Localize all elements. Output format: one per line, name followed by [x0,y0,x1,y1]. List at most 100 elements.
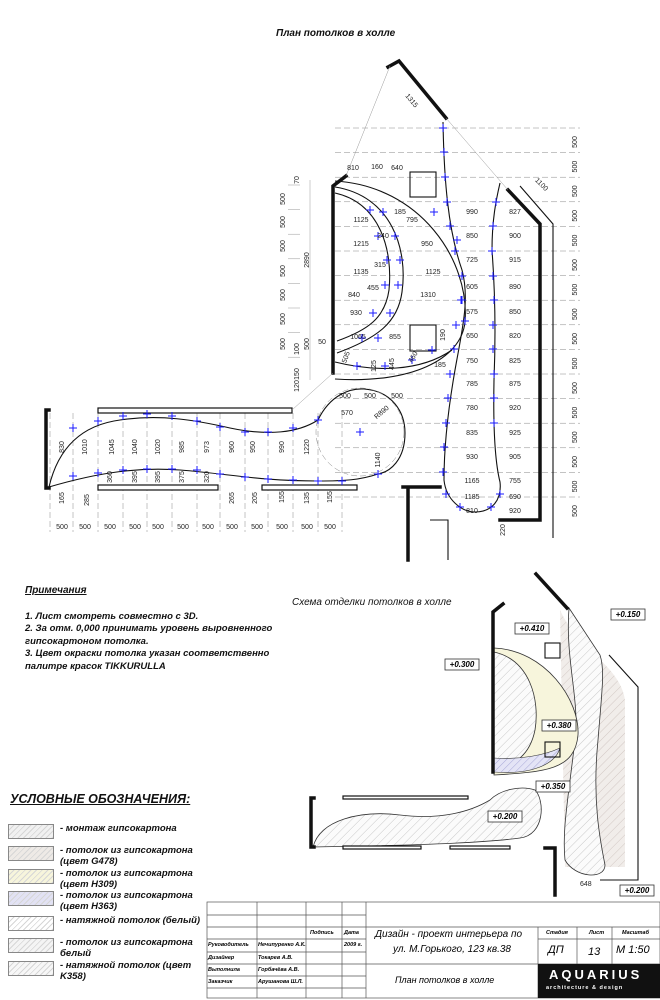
level-tag: +0.350 [535,780,571,793]
zone-corridor [312,787,542,848]
dimension-label: 460 [408,350,420,364]
dimension-label: 810 [347,165,359,172]
marker-cross-icon [442,490,450,498]
dimension-label: 1140 [375,452,382,467]
dimension-label: 875 [509,381,521,388]
wall-upper-left [331,173,349,375]
dimension-label: 500 [304,338,311,350]
dimension-label: 500 [572,480,579,492]
dimension-label: 50 [318,339,326,346]
dimension-label: 500 [104,524,116,531]
marker-cross-icon [119,466,127,474]
column [409,171,437,198]
dimension-label: 1215 [353,241,369,248]
dimension-label: 1065 [350,334,366,341]
dimension-label: 500 [56,524,68,531]
dimension-label: 315 [374,262,386,269]
dimension-label: 160 [371,164,383,171]
marker-cross-icon [496,490,504,498]
marker-cross-icon [443,198,451,206]
dimension-label: 500 [572,308,579,320]
dimension-label: 395 [155,471,162,483]
wall-corridor-end [44,408,51,490]
marker-cross-icon [490,296,498,304]
dimension-label: 915 [509,257,521,264]
level-tag: +0.200 [619,884,655,897]
col-sign: Подпись [310,930,334,936]
dimension-gridlines [49,127,580,532]
dimension-label: 500 [572,456,579,468]
dimension-label: 240 [377,233,389,240]
legend: УСЛОВНЫЕ ОБОЗНАЧЕНИЯ: - монтаж гипсокарт… [0,792,210,992]
marker-cross-icon [489,272,497,280]
dimension-label: 205 [252,492,259,504]
marker-cross-icon [440,148,448,156]
level-label: +0.300 [450,660,475,669]
crescent-inner-edge [334,192,391,342]
dimension-label: 1125 [425,269,440,276]
marker-cross-icon [490,370,498,378]
dimension-label: 500 [572,161,579,173]
dimension-label: 795 [406,217,418,224]
marker-cross-icon [168,412,176,420]
dimension-label: 575 [466,309,478,316]
dimension-label: 500 [572,382,579,394]
plan-title: План потолков в холле [276,28,396,39]
sheet-number: 13 [588,946,601,958]
dimension-label: 500 [572,333,579,345]
sheet-label: Лист [589,930,605,936]
marker-cross-icon [314,416,322,424]
dimension-label: 750 [466,358,478,365]
level-tag: +0.150 [610,608,646,621]
person-name: Арушанова Ш.Л. [258,979,303,985]
dimension-label: 500 [572,136,579,148]
opening-line [291,372,334,411]
dimension-label: 725 [466,257,478,264]
dimension-label: 820 [509,333,521,340]
marker-cross-icon [289,424,297,432]
dimension-label: 1020 [155,439,162,455]
marker-cross-icon [241,428,249,436]
dimension-label: 190 [440,329,447,341]
dimension-label: 780 [466,405,478,412]
dimension-label: 500 [129,524,141,531]
role: Выполнила [208,967,240,973]
marker-cross-icon [488,247,496,255]
sheet-title: План потолков в холле [395,975,495,985]
marker-cross-icon [379,208,387,216]
dimension-label: 1100 [533,177,549,193]
dimension-label: 285 [84,494,91,506]
marker-cross-icon [69,424,77,432]
circle-guide [315,387,405,477]
column [544,741,561,758]
legend-title: УСЛОВНЫЕ ОБОЗНАЧЕНИЯ: [10,792,191,806]
marker-cross-icon [193,417,201,425]
marker-cross-icon [369,309,377,317]
legend-label: - потолок из гипсокартона белый [60,937,193,959]
dimension-label: 500 [572,505,579,517]
dimension-label: 825 [509,358,521,365]
marker-cross-icon [444,394,452,402]
dimension-label: 925 [509,430,521,437]
marker-cross-icon [383,256,391,264]
dimension-label: 500 [364,393,376,400]
dimension-label: 930 [466,454,478,461]
dimension-label: 500 [324,524,336,531]
dimension-label: 500 [572,259,579,271]
legend-swatch [8,824,54,839]
dimension-label: 973 [204,441,211,453]
legend-label: - натяжной потолок (цвет K358) [60,960,192,982]
dimension-label: 500 [202,524,214,531]
person-name: Нечипуренко А.К. [258,942,306,948]
marker-cross-icon [439,468,447,476]
dimension-label: 500 [152,524,164,531]
marker-cross-icon [168,465,176,473]
wall [600,654,639,881]
dimension-label: 125 [371,360,378,372]
marker-cross-icon [94,417,102,425]
legend-swatch [8,869,54,884]
dimension-label: 1135 [353,269,368,276]
marker-cross-icon [264,428,272,436]
note-item: 1. Лист смотреть совместно с 3D. [25,610,199,622]
